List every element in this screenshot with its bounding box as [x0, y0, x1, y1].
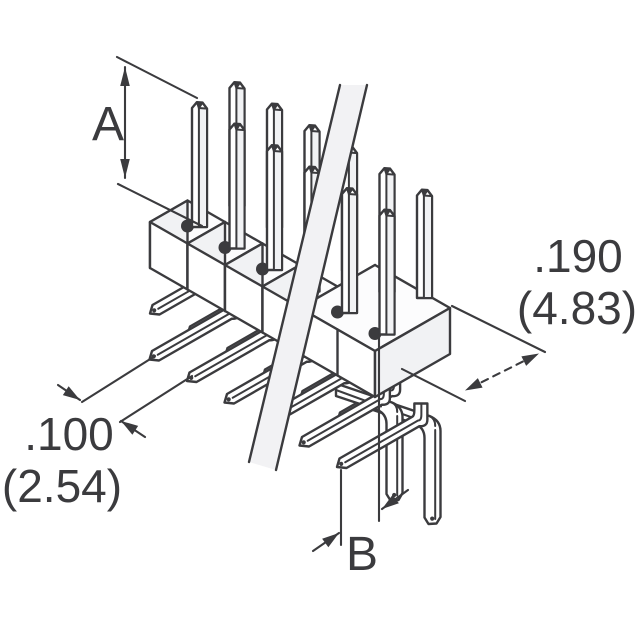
- dim-pitch-metric-label: (2.54): [2, 460, 122, 512]
- insulator-body-layer: [148, 199, 452, 399]
- dimension-lines-layer: [56, 55, 547, 553]
- dim-pitch-inches-label: .100: [24, 408, 114, 460]
- dim-a-label: A: [92, 98, 124, 151]
- break-line-layer: [247, 83, 369, 472]
- dim-b-label: B: [346, 528, 378, 581]
- dim-row-inches-label: .190: [533, 230, 623, 282]
- dim-row-metric-label: (4.83): [517, 282, 637, 334]
